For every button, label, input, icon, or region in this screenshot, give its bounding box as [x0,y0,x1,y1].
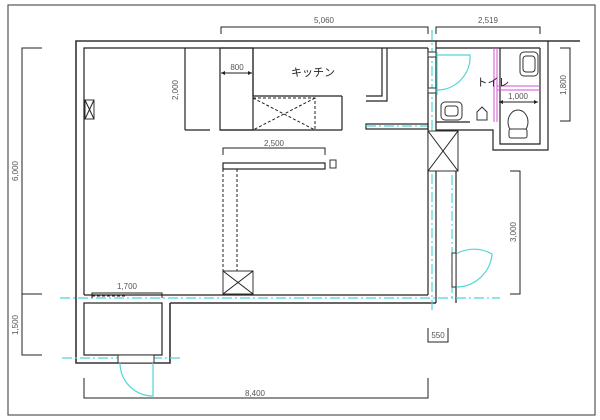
drawing-frame [7,4,596,416]
vent-icon [84,99,95,120]
toilet-area: 1,000 トイレ [436,41,549,151]
dimension-left-entry: 1,500 [11,294,42,356]
dimension-label: 1,800 [559,74,568,95]
dimension-label: 5,060 [314,16,335,25]
dimension-label: 8,400 [245,389,266,398]
dimension-label: 1,000 [508,92,529,101]
corridor [60,30,500,310]
entry-vestibule: 1,700 [62,282,180,397]
dimension-top-main: 5,060 [220,16,429,34]
dimension-right-corridor: 3,000 [509,170,521,295]
dimension-label: 6,000 [11,160,20,181]
dimension-corridor-width: 550 [427,328,449,343]
dimension-label: 1,500 [11,314,20,335]
dimension-label: 3,000 [509,221,518,242]
room-label-toilet: トイレ [477,76,510,89]
dimension-label: 2,519 [478,16,499,25]
dimension-label: 1,700 [117,282,138,291]
dimension-right-toilet: 1,800 [559,47,571,122]
dimension-label: 2,000 [171,79,180,100]
dimension-label: 550 [431,331,445,340]
dimension-left-main: 6,000 [11,47,42,295]
dimension-label: 2,500 [264,139,285,148]
dimension-label: 800 [230,63,244,72]
exterior-walls [75,40,580,304]
dimension-bottom-total: 8,400 [83,378,429,399]
kitchen-area: 800 2,000 キッチン [171,47,429,131]
room-label-kitchen: キッチン [291,66,335,79]
bar-counter: 2,500 [222,139,337,295]
dimension-top-toilet: 2,519 [435,16,541,34]
